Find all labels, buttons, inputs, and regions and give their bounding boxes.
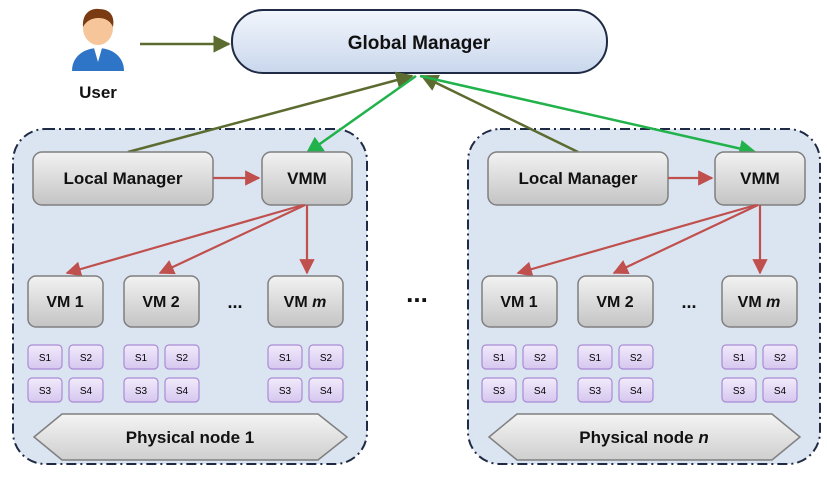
arrow-vmm-to-vm-1 bbox=[516, 203, 757, 277]
service-box bbox=[721, 377, 757, 403]
service-label: S4 bbox=[774, 386, 787, 397]
vm-label: VM 1 bbox=[500, 294, 537, 311]
service-label: S1 bbox=[733, 353, 746, 364]
physical-node-label-suffix: n bbox=[698, 428, 708, 447]
physical-node-label: Physical node 1 bbox=[126, 428, 255, 447]
service-label: S1 bbox=[279, 353, 292, 364]
vm-label: VM 2 bbox=[596, 294, 633, 311]
global-manager-label: Global Manager bbox=[348, 33, 491, 54]
service-label: S2 bbox=[176, 353, 189, 364]
user-label: User bbox=[79, 83, 117, 102]
service-label: S1 bbox=[39, 353, 52, 364]
vm-box bbox=[481, 275, 558, 328]
vm-ellipsis: ... bbox=[227, 292, 242, 312]
local-manager-label: Local Manager bbox=[63, 169, 182, 188]
service-label: S2 bbox=[80, 353, 93, 364]
vm-label-suffix: m bbox=[312, 294, 326, 311]
vm-label: VM m bbox=[284, 294, 327, 311]
vm-label-text: VM bbox=[284, 294, 308, 311]
service-label: S3 bbox=[39, 386, 52, 397]
service-label: S2 bbox=[320, 353, 333, 364]
service-box bbox=[267, 344, 303, 370]
physical-node-label-text: Physical node bbox=[579, 428, 693, 447]
service-label: S2 bbox=[774, 353, 787, 364]
service-label: S3 bbox=[493, 386, 506, 397]
service-box bbox=[522, 377, 558, 403]
vm-ellipsis: ... bbox=[681, 292, 696, 312]
service-label: S4 bbox=[320, 386, 333, 397]
service-box bbox=[308, 344, 344, 370]
vm-label-suffix: m bbox=[766, 294, 780, 311]
service-box bbox=[68, 377, 104, 403]
service-label: S2 bbox=[534, 353, 547, 364]
vmm-label: VMM bbox=[287, 169, 327, 188]
local-manager-label: Local Manager bbox=[518, 169, 637, 188]
physical-node-label-text: Physical node bbox=[126, 428, 240, 447]
service-label: S3 bbox=[733, 386, 746, 397]
arrow-local-manager-n-to-global bbox=[420, 74, 579, 154]
service-box bbox=[762, 344, 798, 370]
arrow-vmm-to-vm-1 bbox=[65, 203, 304, 277]
service-box bbox=[577, 377, 613, 403]
service-label: S1 bbox=[589, 353, 602, 364]
service-box bbox=[577, 344, 613, 370]
service-label: S3 bbox=[279, 386, 292, 397]
service-box bbox=[27, 377, 63, 403]
service-label: S4 bbox=[630, 386, 643, 397]
service-label: S4 bbox=[80, 386, 93, 397]
service-box bbox=[308, 377, 344, 403]
nodes-ellipsis: ... bbox=[406, 278, 428, 308]
service-box bbox=[164, 377, 200, 403]
arrow-global-to-vmm-n bbox=[419, 74, 757, 158]
service-box bbox=[68, 344, 104, 370]
service-box bbox=[481, 377, 517, 403]
service-box bbox=[123, 344, 159, 370]
service-box bbox=[721, 344, 757, 370]
service-box bbox=[762, 377, 798, 403]
service-box bbox=[522, 344, 558, 370]
user-icon bbox=[72, 8, 124, 71]
physical-node-label: Physical node n bbox=[579, 428, 708, 447]
service-box bbox=[481, 344, 517, 370]
node-1: Local Manager VMM VM 1 VM 2 VM m ... S1 … bbox=[27, 151, 353, 461]
vm-label-text: VM bbox=[738, 294, 762, 311]
service-box bbox=[267, 377, 303, 403]
vm-box bbox=[721, 275, 798, 328]
vm-label: VM 1 bbox=[46, 294, 83, 311]
service-label: S1 bbox=[493, 353, 506, 364]
service-box bbox=[618, 377, 654, 403]
node-n: Local Manager VMM VM 1 VM 2 VM m ... S1 … bbox=[481, 151, 806, 461]
vm-label: VM m bbox=[738, 294, 781, 311]
vm-box bbox=[27, 275, 104, 328]
vm-box bbox=[123, 275, 200, 328]
vm-label: VM 2 bbox=[142, 294, 179, 311]
service-label: S4 bbox=[176, 386, 189, 397]
service-label: S3 bbox=[589, 386, 602, 397]
arrow-vmm-to-vm-2 bbox=[612, 204, 759, 275]
service-label: S1 bbox=[135, 353, 148, 364]
vm-box bbox=[267, 275, 344, 328]
physical-node-label-suffix: 1 bbox=[245, 428, 254, 447]
service-box bbox=[27, 344, 63, 370]
service-box bbox=[123, 377, 159, 403]
global-manager bbox=[231, 9, 608, 74]
vmm-label: VMM bbox=[740, 169, 780, 188]
arrow-global-to-vmm-1 bbox=[305, 74, 417, 155]
service-box bbox=[618, 344, 654, 370]
arrow-vmm-to-vm-2 bbox=[158, 204, 306, 275]
service-label: S4 bbox=[534, 386, 547, 397]
physical-node-shape bbox=[32, 413, 349, 461]
service-label: S2 bbox=[630, 353, 643, 364]
service-box bbox=[164, 344, 200, 370]
service-label: S3 bbox=[135, 386, 148, 397]
vm-box bbox=[577, 275, 654, 328]
arrow-local-manager-1-to-global bbox=[127, 71, 414, 154]
physical-node-shape bbox=[487, 413, 802, 461]
